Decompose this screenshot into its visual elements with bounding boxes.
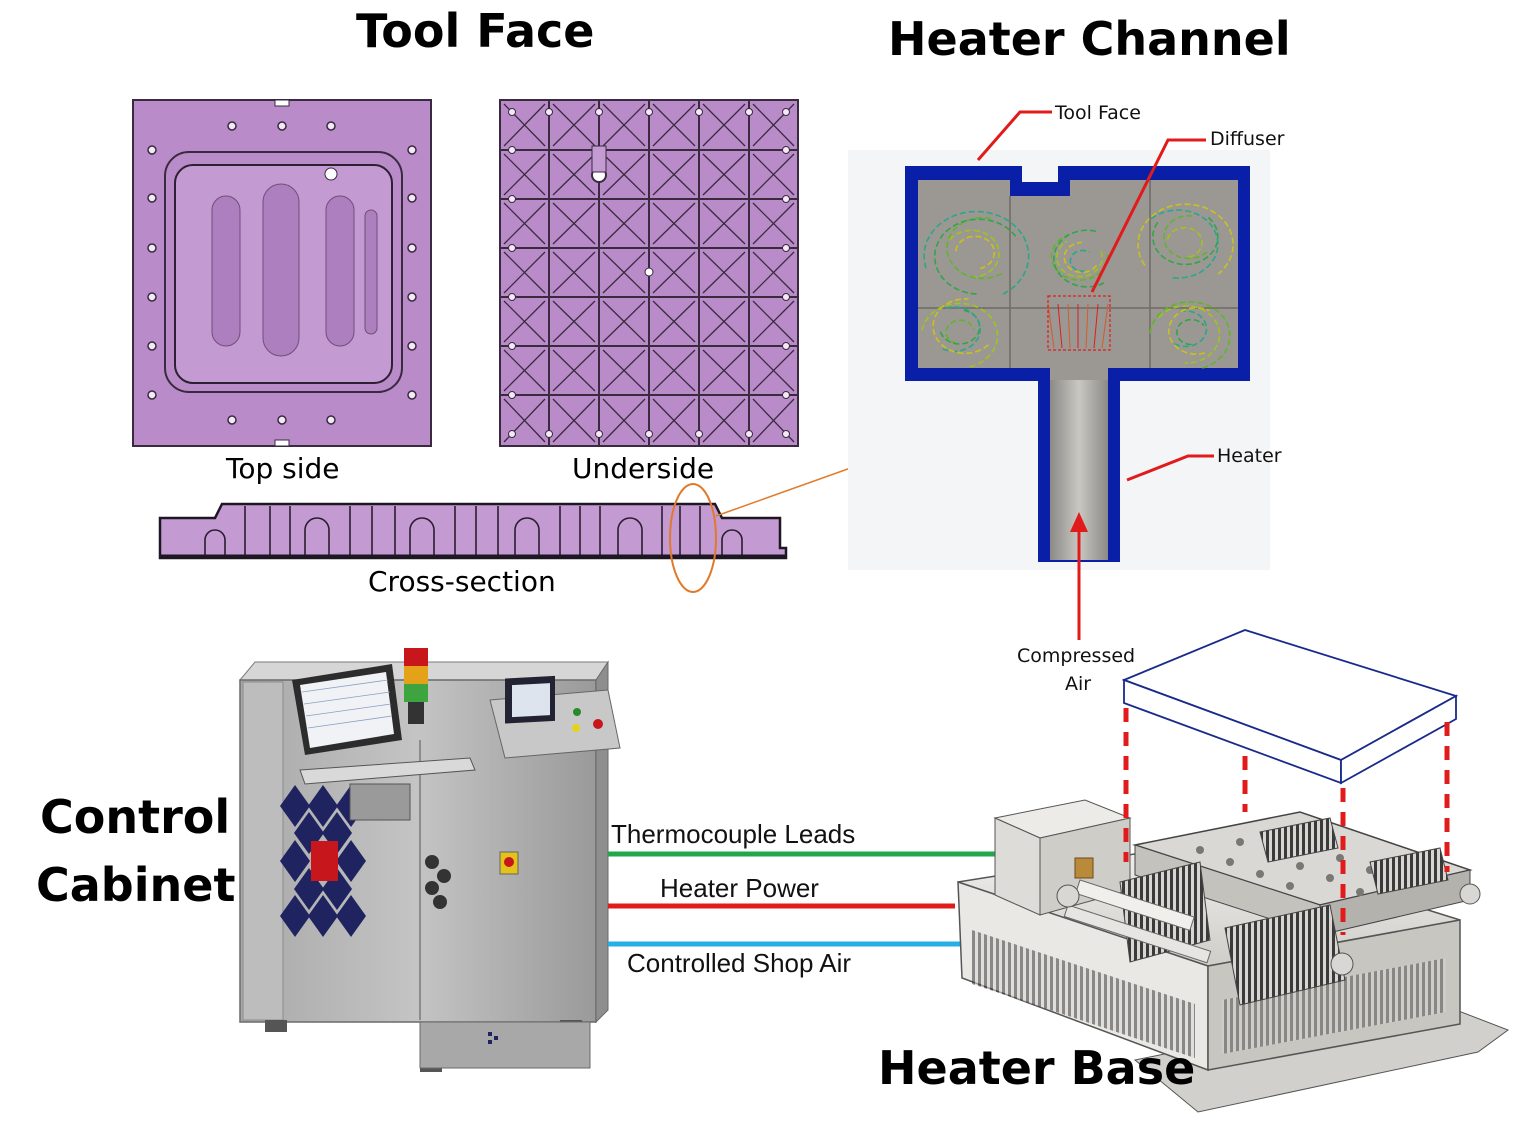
control-cabinet-title-line2: Cabinet: [36, 858, 236, 912]
thermocouple-leads-label: Thermocouple Leads: [611, 819, 856, 849]
diffuser-callout: Diffuser: [1210, 128, 1285, 150]
heater-base-title: Heater Base: [878, 1041, 1196, 1095]
compressed-air-callout-line2: Air: [1065, 673, 1092, 695]
connection-lines: [608, 851, 995, 947]
control-cabinet-illustration: [238, 648, 621, 1072]
tool-face-title: Tool Face: [356, 4, 595, 58]
tool-face-callout: Tool Face: [1055, 102, 1141, 124]
controlled-shop-air-label: Controlled Shop Air: [627, 948, 852, 978]
tool-face-cross-section: [158, 502, 788, 560]
heater-base-illustration: [957, 799, 1510, 1113]
heater-power-label: Heater Power: [660, 873, 819, 903]
compressed-air-callout-line1: Compressed: [1017, 645, 1136, 667]
heater-channel-diagram: [848, 110, 1270, 640]
top-side-label: Top side: [226, 452, 340, 485]
tool-outline-overlay: [1121, 629, 1459, 935]
cross-section-label: Cross-section: [368, 565, 556, 598]
tool-face-underside-plate: [499, 99, 799, 447]
tool-face-top-side-plate: [132, 99, 432, 447]
control-cabinet-title-line1: Control: [40, 790, 231, 844]
heater-callout: Heater: [1217, 445, 1282, 467]
heater-channel-title: Heater Channel: [888, 12, 1291, 66]
underside-label: Underside: [572, 452, 715, 485]
